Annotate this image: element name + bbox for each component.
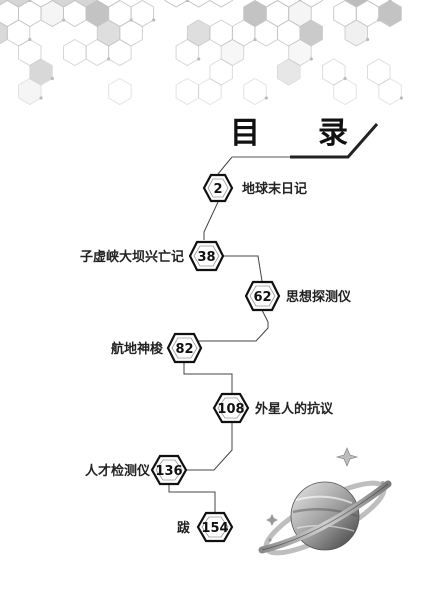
hexagon-tile xyxy=(198,77,222,106)
hexagon-tile xyxy=(277,58,301,86)
chapter-title: 人才检测仪 xyxy=(85,463,151,479)
hexagon-tile xyxy=(243,0,267,28)
toc-entry-1[interactable]: 2 地球末日记 xyxy=(202,173,307,203)
toc-title-left: 目 xyxy=(230,116,260,151)
hexagon-tile xyxy=(175,77,200,106)
hexagon-tile xyxy=(0,21,8,45)
hexagon-tile xyxy=(6,19,31,47)
chapter-title: 航地神梭 xyxy=(111,341,164,357)
hexagon-node-dot xyxy=(152,18,156,22)
chapter-title: 思想探测仪 xyxy=(286,289,352,305)
page-number: 136 xyxy=(155,464,182,479)
chapter-title: 外星人的抗议 xyxy=(254,401,334,417)
small-star-icon xyxy=(266,514,278,526)
toc-entry-2[interactable]: 38 子虚峡大坝兴亡记 xyxy=(80,240,225,272)
hexagon-tile xyxy=(186,19,211,47)
hexagon-tile xyxy=(108,38,132,67)
chapter-title: 地球末日记 xyxy=(242,181,307,197)
hexagon-tile xyxy=(378,77,402,106)
page-number: 2 xyxy=(213,182,222,197)
hexagon-tile xyxy=(186,0,211,8)
hexagon-node-dot xyxy=(39,96,43,100)
hexagon-node-dot xyxy=(264,96,268,100)
hexagon-node-dot xyxy=(366,37,370,42)
hexagon-tile xyxy=(108,77,132,106)
hexagon-tile xyxy=(29,58,53,86)
hexagon-tile xyxy=(119,19,143,47)
hexagon-node-dot xyxy=(399,96,403,100)
page-number: 108 xyxy=(217,402,244,417)
hexagon-tile xyxy=(63,38,87,67)
page-number: 62 xyxy=(253,290,271,305)
hexagon-tile xyxy=(265,0,290,28)
hexagon-tile xyxy=(6,0,31,8)
toc-entry-3[interactable]: 62 思想探测仪 xyxy=(244,280,352,312)
hexagon-tile xyxy=(344,19,368,47)
page-number: 154 xyxy=(201,521,228,536)
sparkle-star-icon xyxy=(335,447,359,467)
chapter-title: 跋 xyxy=(177,520,190,536)
hexagon-tile xyxy=(333,77,357,106)
toc-connector-path xyxy=(168,156,269,513)
toc-title-right: 录 xyxy=(318,116,348,151)
page-number: 38 xyxy=(197,250,215,265)
hexagon-tile xyxy=(209,58,233,86)
hexagon-tile xyxy=(164,0,188,8)
toc-entry-7[interactable]: 154 跋 xyxy=(177,511,234,543)
hexagon-node-dot xyxy=(50,76,54,81)
hexagon-tile xyxy=(378,0,402,28)
hexagon-tile xyxy=(367,58,391,86)
toc-entry-5[interactable]: 108 外星人的抗议 xyxy=(212,392,334,424)
hexagon-node-dot xyxy=(343,76,347,81)
hexagon-tile xyxy=(243,77,267,106)
hexagon-node-dot xyxy=(197,57,201,61)
chapter-title: 子虚峡大坝兴亡记 xyxy=(80,249,184,265)
hexagon-tile xyxy=(175,38,200,67)
hexagon-tile xyxy=(130,0,155,28)
toc-entry-4[interactable]: 82 航地神梭 xyxy=(111,332,203,364)
hexagon-tile xyxy=(220,38,245,67)
hexagon-node-dot xyxy=(309,57,313,61)
planet-illustration xyxy=(258,447,392,556)
hexagon-tile xyxy=(344,0,368,8)
hexagon-tile xyxy=(18,77,42,106)
hexagon-pattern-decoration xyxy=(0,0,403,106)
page-number: 82 xyxy=(175,342,193,357)
toc-entry-6[interactable]: 136 人才检测仪 xyxy=(85,454,188,486)
hexagon-tile xyxy=(209,0,233,8)
hexagon-tile xyxy=(322,58,346,86)
title-slash-decoration xyxy=(290,123,379,159)
